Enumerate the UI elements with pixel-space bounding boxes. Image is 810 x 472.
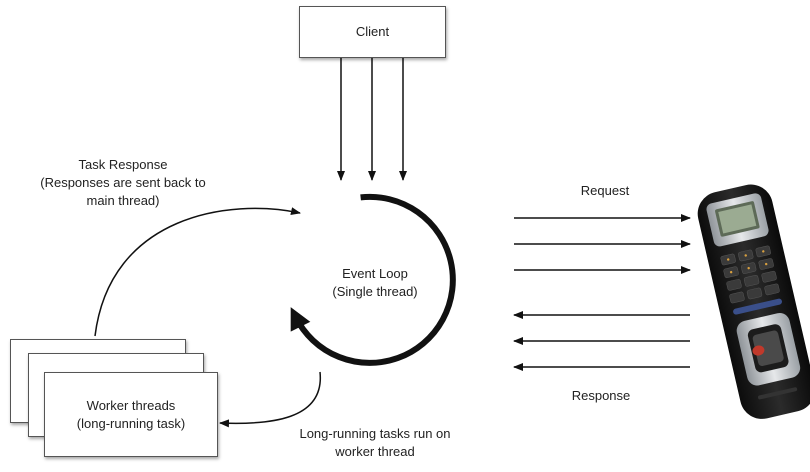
- task-response-label: Task Response (Responses are sent back t…: [18, 156, 228, 210]
- worker-label-line2: (long-running task): [76, 415, 186, 431]
- long-running-arrow: [219, 371, 321, 428]
- task-response-line1: Task Response: [78, 157, 168, 172]
- task-response-line3: main thread): [86, 193, 160, 208]
- event-loop-label: Event Loop (Single thread): [320, 265, 430, 301]
- biometric-terminal-icon: [697, 184, 810, 419]
- task-response-line2: (Responses are sent back to: [40, 175, 206, 190]
- long-running-line1: Long-running tasks run on: [299, 426, 451, 441]
- worker-box-front: Worker threads (long-running task): [44, 372, 218, 457]
- long-running-line2: worker thread: [335, 444, 415, 459]
- request-label: Request: [580, 183, 630, 198]
- long-running-label: Long-running tasks run on worker thread: [270, 425, 480, 461]
- response-label: Response: [571, 388, 631, 403]
- worker-label-line1: Worker threads: [86, 397, 176, 413]
- client-label: Client: [355, 24, 390, 39]
- task-response-arrow: [94, 207, 301, 337]
- event-loop-line2: (Single thread): [332, 284, 418, 299]
- client-box: Client: [299, 6, 446, 58]
- event-loop-arc: [290, 193, 456, 366]
- event-loop-line1: Event Loop: [342, 266, 408, 281]
